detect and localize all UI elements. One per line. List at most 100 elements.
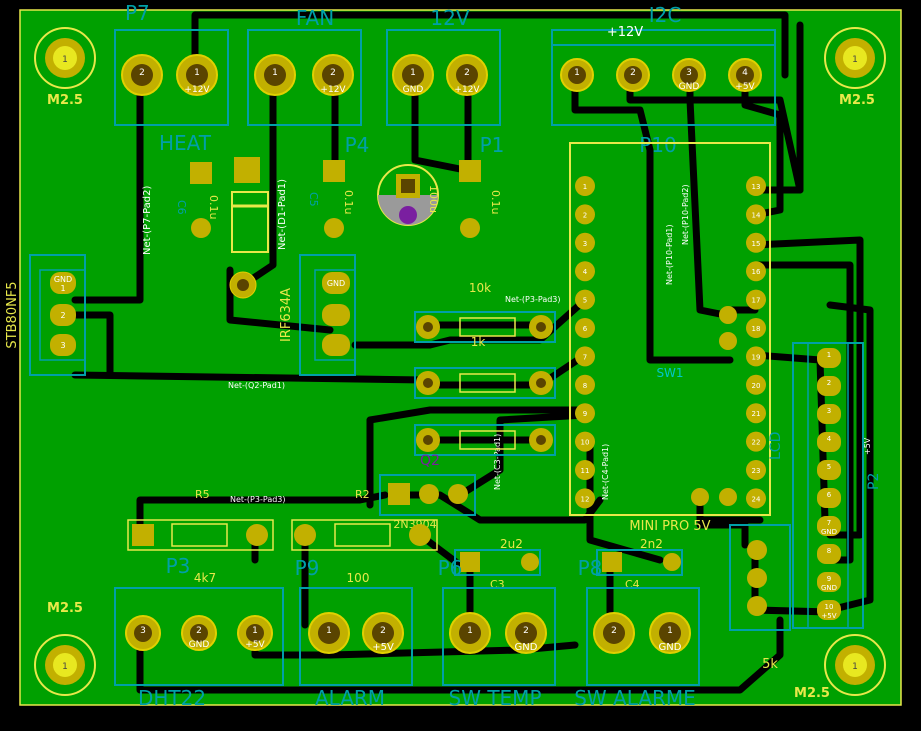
header-pin xyxy=(817,376,841,396)
header-pin xyxy=(575,488,595,509)
connector-value: I2C xyxy=(649,3,682,27)
header-pin xyxy=(746,488,766,509)
pin-net: GND xyxy=(659,642,682,653)
header-pin xyxy=(746,318,766,338)
pin-net: GND xyxy=(515,642,538,653)
pin-number: 4 xyxy=(583,268,588,276)
pin-number: 12 xyxy=(581,495,590,503)
resistor-row-3 xyxy=(414,424,556,456)
mounting-holes: 1 M2.5 1 M2.5 1 M2.5 1 M2.5 xyxy=(34,27,886,701)
connector-ref: P4 xyxy=(345,133,370,157)
pin-number: 1 xyxy=(272,68,278,78)
header-pin xyxy=(817,600,841,620)
header-pin xyxy=(575,374,595,395)
pin-number: 1 xyxy=(574,68,580,78)
trimmer-5k: 5k xyxy=(729,524,791,672)
mounting-hole-label: M2.5 xyxy=(47,601,83,616)
header-pin xyxy=(746,374,766,395)
connector-p7: P7 HEAT 2 1 +12V xyxy=(114,1,229,155)
component-ref: C3 xyxy=(490,578,505,591)
pin-number: 22 xyxy=(752,439,761,447)
pin-number: 15 xyxy=(752,240,761,248)
connector-ref: P9 xyxy=(295,556,320,580)
pin-number: 1 xyxy=(827,351,831,359)
pin-number: 17 xyxy=(752,297,761,305)
pin-number: 1 xyxy=(252,626,258,636)
pin-number: 11 xyxy=(581,467,590,475)
mounting-hole-tl: 1 M2.5 xyxy=(34,27,96,108)
mounting-hole-label: M2.5 xyxy=(839,93,875,108)
pin-number: 1 xyxy=(410,68,416,78)
net-label: Net-(P7-Pad2) xyxy=(142,186,153,255)
pin-number: 3 xyxy=(140,626,146,636)
pin-number: 1 xyxy=(667,626,673,636)
pin-number: 20 xyxy=(752,382,761,390)
header-pin xyxy=(746,460,766,480)
pin-number: 1 xyxy=(326,626,332,636)
header-pin xyxy=(817,432,841,452)
pin-number: 8 xyxy=(827,547,831,555)
header-pin xyxy=(746,346,766,367)
component-value: 0.1u xyxy=(207,195,220,219)
connector-ref: P3 xyxy=(166,554,191,578)
header-pin xyxy=(817,572,841,592)
pin-net: +5V xyxy=(245,640,265,650)
component-value: 0.1u xyxy=(489,190,502,214)
pin-number: 2 xyxy=(630,68,636,78)
net-label: Net-(D1-Pad1) xyxy=(277,179,288,250)
pin-number: 19 xyxy=(752,353,761,361)
resistor-row-1: 10k xyxy=(414,281,556,343)
pin-number: 16 xyxy=(752,268,761,276)
header-pin xyxy=(817,404,841,424)
mosfet-irf634a: IRF634A GND xyxy=(279,254,356,376)
capacitor-c2: 100u xyxy=(377,164,440,226)
pin-number: 9 xyxy=(827,575,831,583)
pin-number: 1 xyxy=(60,284,65,293)
pin-number: 2 xyxy=(60,311,65,320)
component-ref: R5 xyxy=(195,488,210,501)
connector-i2c: I2C +12V P10 1 2 3 GND 4 +5V xyxy=(551,3,776,157)
connector-fan: FAN P4 1 2 +12V xyxy=(247,6,370,157)
pin-number: 3 xyxy=(827,407,831,415)
component-value: 1k xyxy=(471,335,486,349)
pin-number: 2 xyxy=(523,626,529,636)
pin-net: GND xyxy=(54,275,72,284)
header-pin xyxy=(817,544,841,564)
net-label: Net-(P10-Pad1) xyxy=(665,224,674,285)
component-ref: C5 xyxy=(307,192,320,207)
pin-number: 5 xyxy=(827,463,831,471)
pin-number: 14 xyxy=(752,211,761,219)
pin-number: 21 xyxy=(752,410,761,418)
pin-number: 2 xyxy=(330,68,336,78)
pin-net: +5V xyxy=(372,642,394,653)
pin-net: GND xyxy=(327,279,345,288)
pin-number: 4 xyxy=(827,435,832,443)
component-ref: SW1 xyxy=(656,366,683,380)
header-pin xyxy=(746,176,766,196)
net-labels: Net-(P7-Pad2) Net-(D1-Pad1) Net-(P3-Pad3… xyxy=(142,179,690,504)
connector-p3: P3 DHT22 3 2 GND 1 +5V xyxy=(114,554,284,710)
pin-net: +12V xyxy=(320,85,346,95)
resistor-row-2: 1k xyxy=(414,335,556,399)
regulator-stb80nf5: STB80NF5 GND 1 2 3 xyxy=(5,254,86,376)
component-value: 2u2 xyxy=(500,537,523,551)
component-ref: P2 xyxy=(866,473,882,490)
net-label: Net-(P3-Pad3) xyxy=(230,495,286,504)
pin-number: 5 xyxy=(583,297,587,305)
pin-number: 2 xyxy=(464,68,470,78)
header-pin xyxy=(746,232,766,253)
header-pin xyxy=(575,176,595,196)
connector-value: SW ALARME xyxy=(574,686,696,710)
pin-number: 2 xyxy=(380,626,386,636)
capacitor-c6: C6 0.1u xyxy=(175,162,220,238)
pin-net: +5V xyxy=(735,82,755,92)
connector-ref: P10 xyxy=(639,133,677,157)
capacitor-c1: 0.1u xyxy=(459,160,502,238)
header-pin xyxy=(817,488,841,508)
pin-net: +5V xyxy=(821,612,836,620)
component-value: 100 xyxy=(347,571,370,585)
connector-ref: P1 xyxy=(480,133,505,157)
